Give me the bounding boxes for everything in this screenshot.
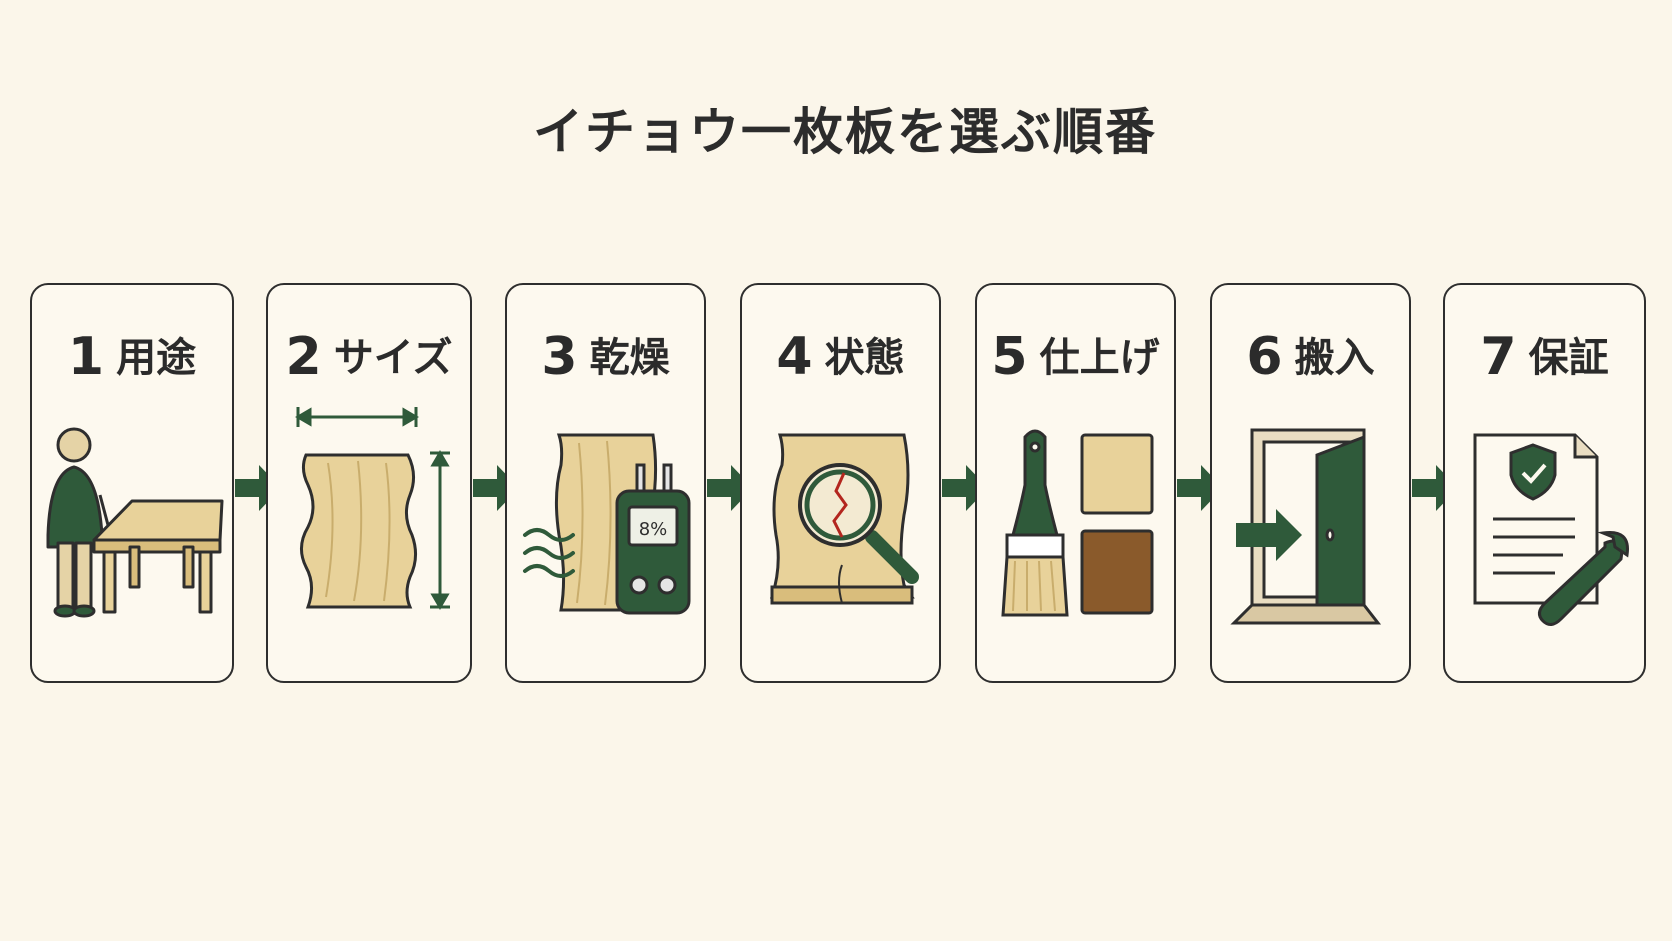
- slab-dimension-icon: [295, 407, 450, 610]
- door-entry-icon: [1230, 428, 1382, 625]
- page-title: イチョウ一枚板を選ぶ順番: [533, 103, 1157, 161]
- person-table-icon: [46, 427, 224, 618]
- moisture-meter-icon: 8%: [523, 433, 691, 615]
- brush-swatch-icon: [1001, 429, 1154, 617]
- magnifier-crack-icon: [769, 433, 919, 605]
- meter-reading: 8%: [639, 519, 668, 540]
- warranty-document-icon: [1473, 433, 1629, 626]
